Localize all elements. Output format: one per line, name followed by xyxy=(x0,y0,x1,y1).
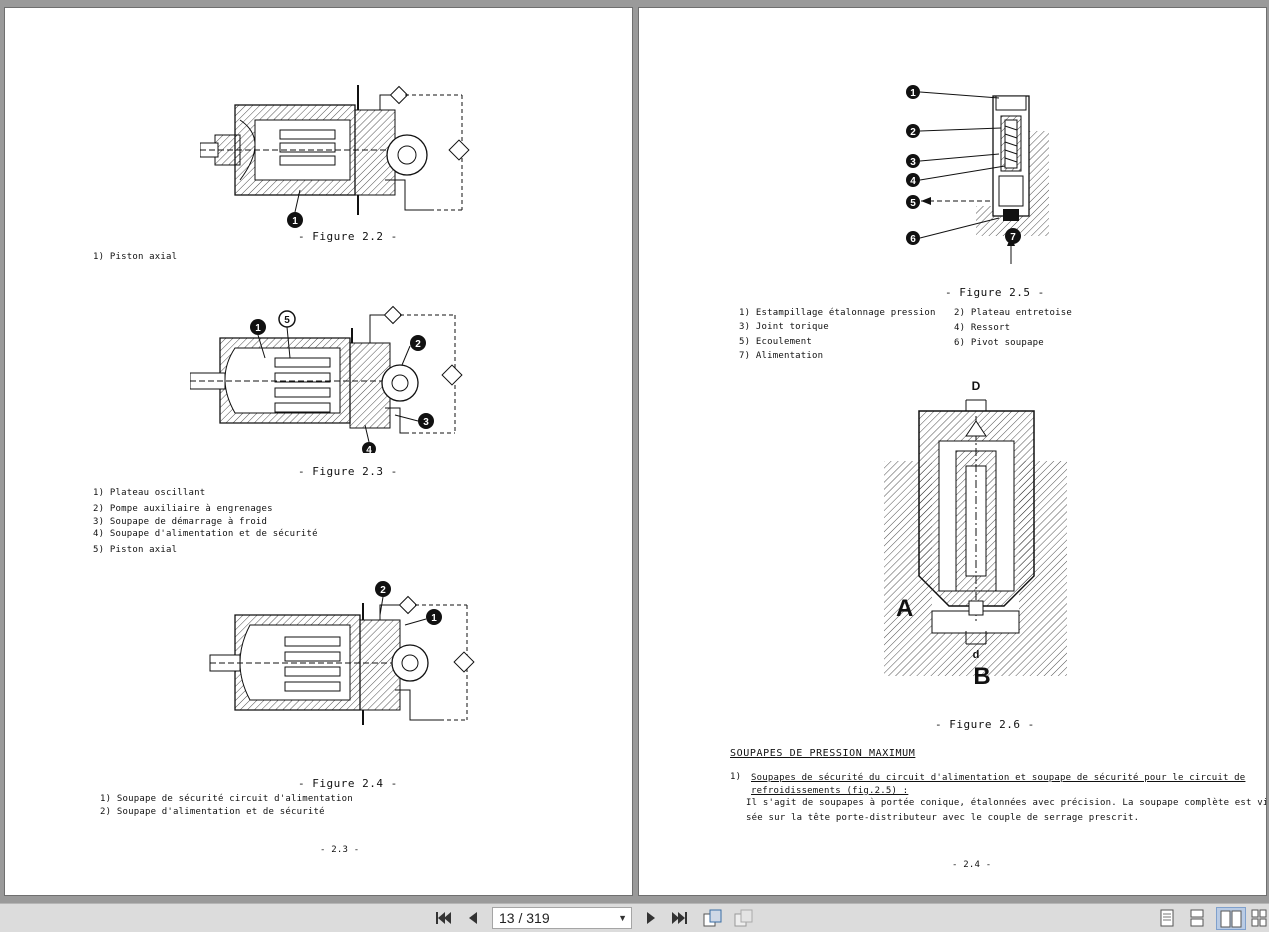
previous-page-icon xyxy=(469,912,477,924)
last-page-button[interactable] xyxy=(668,908,692,928)
rotate-alt-button[interactable] xyxy=(733,908,755,928)
rotate-icon xyxy=(703,909,722,927)
fig23-legend-3: 3) Soupape de démarrage à froid xyxy=(93,517,268,527)
document-page-right: 1 2 3 4 5 6 7 - Figure 2.5 - 1) Estampil… xyxy=(638,7,1267,896)
item-body-line-1: Il s'agit de soupapes à portée conique, … xyxy=(746,798,1267,808)
figure-2-6-drawing: D d A B xyxy=(884,379,1067,686)
fig23-legend-4: 4) Soupape d'alimentation et de sécurité xyxy=(93,529,318,539)
next-page-button[interactable] xyxy=(640,908,662,928)
rotate-alt-icon xyxy=(734,909,753,927)
section-title: SOUPAPES DE PRESSION MAXIMUM xyxy=(730,748,916,759)
fig22-callout-1: 1 xyxy=(292,216,298,227)
previous-page-button[interactable] xyxy=(462,908,484,928)
left-page-number: - 2.3 - xyxy=(320,845,360,855)
fig25-legend-7: 7) Alimentation xyxy=(739,351,824,361)
two-page-continuous-view-button[interactable] xyxy=(1250,908,1268,928)
figure-2-5-drawing: 1 2 3 4 5 6 7 xyxy=(906,85,1049,264)
rotate-button[interactable] xyxy=(702,908,724,928)
fig25-callout-2: 2 xyxy=(910,127,916,138)
figure-2-4-caption: - Figure 2.4 - xyxy=(298,777,398,790)
fig22-legend-1: 1) Piston axial xyxy=(93,252,178,262)
single-page-icon xyxy=(1160,909,1174,927)
figure-2-4-drawing: 2 1 xyxy=(209,581,475,725)
fig25-callout-3: 3 xyxy=(910,157,916,168)
fig25-legend-6: 6) Pivot soupape xyxy=(954,338,1044,348)
page-number-select[interactable]: 13 / 319 ▼ xyxy=(492,907,632,929)
figure-2-2-drawing: 1 xyxy=(200,85,470,228)
fig25-legend-1: 1) Estampillage étalonnage pression xyxy=(739,308,936,318)
fig23-callout-3: 3 xyxy=(423,417,429,428)
figure-2-5-caption: - Figure 2.5 - xyxy=(945,286,1045,299)
fig25-callout-5: 5 xyxy=(910,198,916,209)
fig25-callout-6: 6 xyxy=(910,234,916,245)
fig25-legend-2: 2) Plateau entretoise xyxy=(954,308,1072,318)
fig24-legend-1: 1) Soupape de sécurité circuit d'aliment… xyxy=(100,794,353,804)
figure-2-6-caption: - Figure 2.6 - xyxy=(935,718,1035,731)
fig25-legend-5: 5) Ecoulement xyxy=(739,337,813,347)
fig25-callout-1: 1 xyxy=(910,88,916,99)
fig24-callout-1: 1 xyxy=(431,613,437,624)
chevron-down-icon: ▼ xyxy=(618,913,627,923)
figure-2-2-caption: - Figure 2.2 - xyxy=(298,230,398,243)
figure-2-3-drawing: 1 5 2 3 4 xyxy=(190,305,463,453)
page-indicator-value: 13 / 319 xyxy=(499,910,550,926)
next-page-icon xyxy=(647,912,655,924)
fig23-callout-1: 1 xyxy=(255,323,261,334)
fig23-legend-5: 5) Piston axial xyxy=(93,545,178,555)
fig23-callout-4: 4 xyxy=(366,445,372,453)
fig26-label-d: d xyxy=(973,649,980,661)
first-page-button[interactable] xyxy=(432,908,454,928)
figure-2-3-caption: - Figure 2.3 - xyxy=(298,465,398,478)
continuous-view-button[interactable] xyxy=(1186,908,1208,928)
fig25-legend-4: 4) Ressort xyxy=(954,323,1011,333)
fig23-legend-1: 1) Plateau oscillant xyxy=(93,488,206,498)
continuous-page-icon xyxy=(1190,909,1204,927)
fig25-legend-3: 3) Joint torique xyxy=(739,322,829,332)
fig25-callout-4: 4 xyxy=(910,176,916,187)
last-page-icon xyxy=(672,912,687,924)
document-page-left: 1 - Figure 2.2 - 1) Piston axial 1 5 2 xyxy=(4,7,633,896)
fig23-callout-2: 2 xyxy=(415,339,421,350)
item-title-line-2: refroidissements (fig.2.5) : xyxy=(751,786,909,796)
fig24-legend-2: 2) Soupape d'alimentation et de sécurité xyxy=(100,807,325,817)
viewer-toolbar: 13 / 319 ▼ xyxy=(0,903,1269,932)
two-page-icon xyxy=(1220,910,1242,927)
fig26-label-B: B xyxy=(973,663,990,686)
fig23-legend-2: 2) Pompe auxiliaire à engrenages xyxy=(93,504,273,514)
two-page-continuous-icon xyxy=(1251,909,1267,927)
single-page-view-button[interactable] xyxy=(1156,908,1178,928)
right-page-number: - 2.4 - xyxy=(952,860,992,870)
fig23-callout-5: 5 xyxy=(284,315,290,326)
first-page-icon xyxy=(436,912,451,924)
item-title-line-1: Soupapes de sécurité du circuit d'alimen… xyxy=(751,773,1246,783)
item-body-line-2: sée sur la tête porte-distributeur avec … xyxy=(746,813,1140,823)
two-page-view-button[interactable] xyxy=(1216,907,1246,930)
fig26-label-D: D xyxy=(972,379,981,393)
fig24-callout-2: 2 xyxy=(380,585,386,596)
fig25-callout-7: 7 xyxy=(1010,232,1016,243)
fig26-label-A: A xyxy=(896,595,913,622)
item-number: 1) xyxy=(730,772,742,782)
